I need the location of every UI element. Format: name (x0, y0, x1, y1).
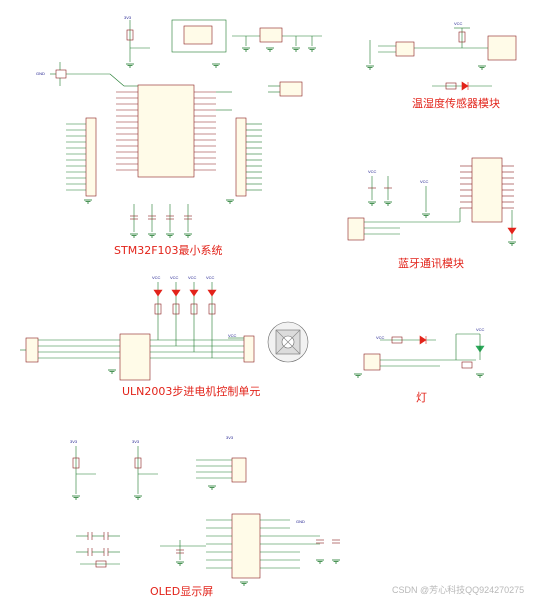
watermark: CSDN @芳心科技QQ924270275 (392, 585, 525, 595)
net-label-3v3: 3V3 (70, 439, 78, 444)
oled-chip (231, 513, 261, 579)
net-label-vcc: VCC (368, 169, 377, 174)
stm32-section (50, 19, 322, 238)
net-label-3v3: 3V3 (132, 439, 140, 444)
temp-humidity-section (365, 27, 517, 91)
crystal (55, 69, 67, 79)
net-label-3v3: 3V3 (124, 15, 132, 20)
net-label-vcc: VCC (454, 21, 463, 26)
temp-humidity-title: 温湿度传感器模块 (412, 97, 500, 110)
regulator-box (171, 19, 227, 53)
uln-chip (119, 333, 151, 381)
net-label-3v3: 3V3 (226, 435, 234, 440)
mcu-chip (137, 84, 195, 178)
bt-chip (471, 157, 503, 223)
lamp-section (353, 333, 485, 378)
stm32-title: STM32F103最小系统 (114, 244, 223, 257)
bluetooth-title: 蓝牙通讯模块 (398, 257, 464, 270)
oled-section (71, 446, 341, 586)
net-label-vcc: VCC (206, 275, 215, 280)
net-label-vcc: VCC (476, 327, 485, 332)
net-label-gnd: GND (296, 519, 305, 524)
net-label-vcc: VCC (152, 275, 161, 280)
net-label-vcc: VCC (188, 275, 197, 280)
net-label-vcc: VCC (376, 335, 385, 340)
net-label-gnd: GND (36, 71, 45, 76)
oled-title: OLED显示屏 (150, 585, 214, 598)
net-label-vcc: VCC (170, 275, 179, 280)
header-left (85, 117, 97, 197)
net-label-vcc: VCC (228, 333, 237, 338)
header-right (235, 117, 247, 197)
net-label-vcc: VCC (420, 179, 429, 184)
bluetooth-section (347, 157, 517, 246)
uln2003-title: ULN2003步进电机控制单元 (122, 385, 261, 398)
lamp-title: 灯 (416, 391, 427, 404)
uln2003-section (20, 282, 309, 381)
